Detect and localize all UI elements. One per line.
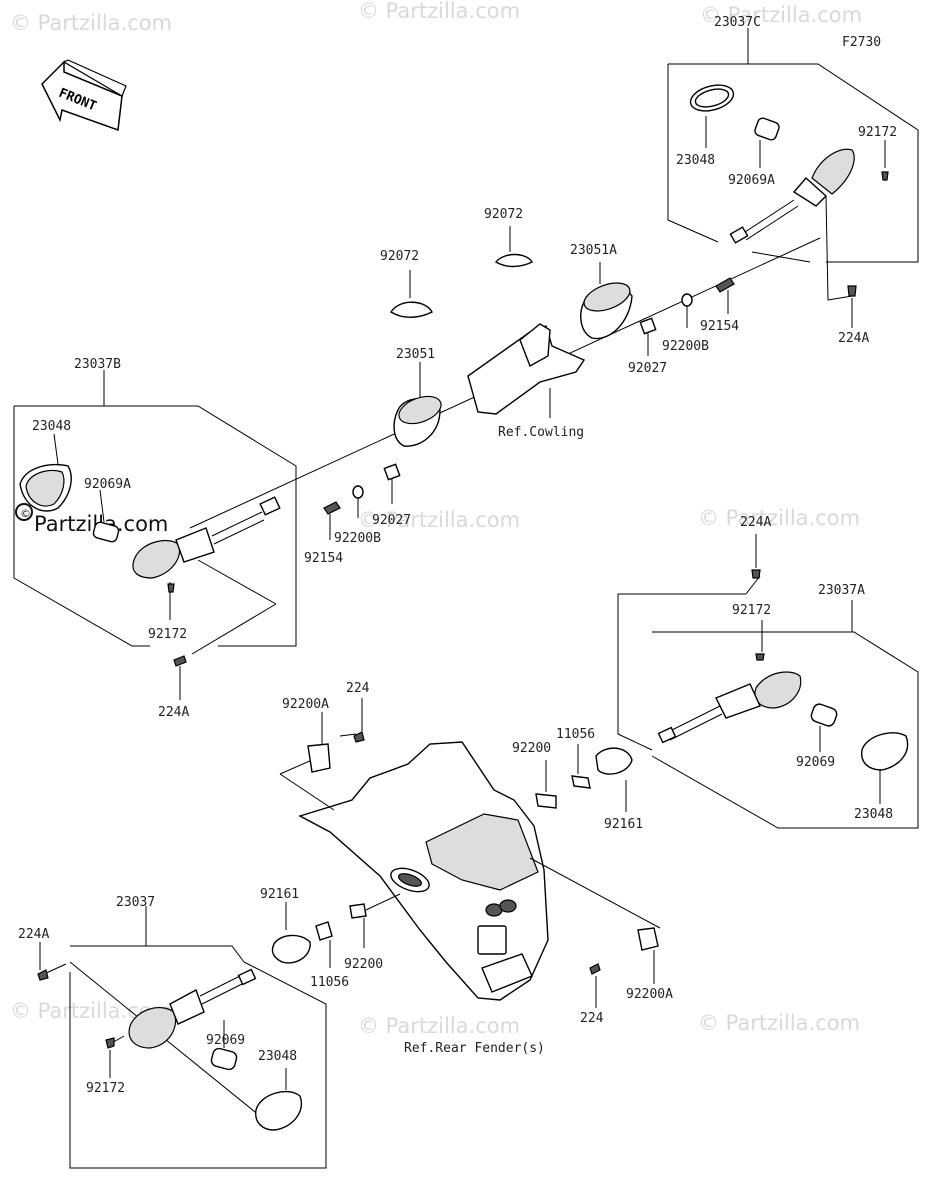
group-23037 [37,902,333,1169]
label-23051A: 23051A [570,243,617,258]
label-92154-right: 92154 [700,319,739,334]
label-224A-d: 224A [18,927,49,942]
label-224A-c: 224A [838,331,869,346]
center-assembly [189,226,821,540]
label-11056-left: 11056 [310,975,349,990]
watermark-bottom-center: © Partzilla.com [358,1014,520,1038]
label-92154-left: 92154 [304,551,343,566]
label-92200A-top: 92200A [282,697,329,712]
label-92200-left: 92200 [344,957,383,972]
label-23048-c: 23048 [676,153,715,168]
label-224A-b: 224A [158,705,189,720]
label-92200B-right: 92200B [662,339,709,354]
label-92200A-bottom: 92200A [626,987,673,1002]
group-23037C [667,28,919,301]
label-92027-right: 92027 [628,361,667,376]
label-92072-right: 92072 [484,207,523,222]
watermark-top-left: © Partzilla.com [10,11,172,35]
label-92161-left: 92161 [260,887,299,902]
label-23048-a: 23048 [854,807,893,822]
label-224-top: 224 [346,681,370,696]
watermark-bottom-right: © Partzilla.com [698,1011,860,1035]
rear-fender [279,698,661,1008]
diagram-code: F2730 [842,35,881,50]
ref-rear-fender: Ref.Rear Fender(s) [404,1041,545,1056]
label-92172-b: 92172 [148,627,187,642]
label-92200-right: 92200 [512,741,551,756]
watermark-mid-center: © Partzilla.com [358,508,520,532]
label-23048-d: 23048 [258,1049,297,1064]
label-92069A-c: 92069A [728,173,775,188]
label-92072-left: 92072 [380,249,419,264]
label-23037B: 23037B [74,357,121,372]
label-92172-c: 92172 [858,125,897,140]
label-224A-a: 224A [740,515,771,530]
group-23037B [13,370,297,700]
label-23037: 23037 [116,895,155,910]
label-23037A: 23037A [818,583,865,598]
label-92027-left: 92027 [372,513,411,528]
label-23037C: 23037C [714,15,761,30]
label-92069-a: 92069 [796,755,835,770]
label-92069-d: 92069 [206,1033,245,1048]
label-92161-right: 92161 [604,817,643,832]
group-23037A [617,534,919,829]
ref-cowling: Ref.Cowling [498,425,584,440]
label-92172-a: 92172 [732,603,771,618]
label-23051: 23051 [396,347,435,362]
watermark-top-right: © Partzilla.com [700,3,862,27]
watermark-top-center: © Partzilla.com [358,0,520,23]
label-92069A-b: 92069A [84,477,131,492]
front-arrow-icon: FRONT [41,59,127,132]
label-92172-d: 92172 [86,1081,125,1096]
svg-text:©: © [20,507,31,520]
watermark-mid-right: © Partzilla.com [698,506,860,530]
label-92200B-left: 92200B [334,531,381,546]
label-23048-b: 23048 [32,419,71,434]
label-224-bottom: 224 [580,1011,604,1026]
label-11056-right: 11056 [556,727,595,742]
